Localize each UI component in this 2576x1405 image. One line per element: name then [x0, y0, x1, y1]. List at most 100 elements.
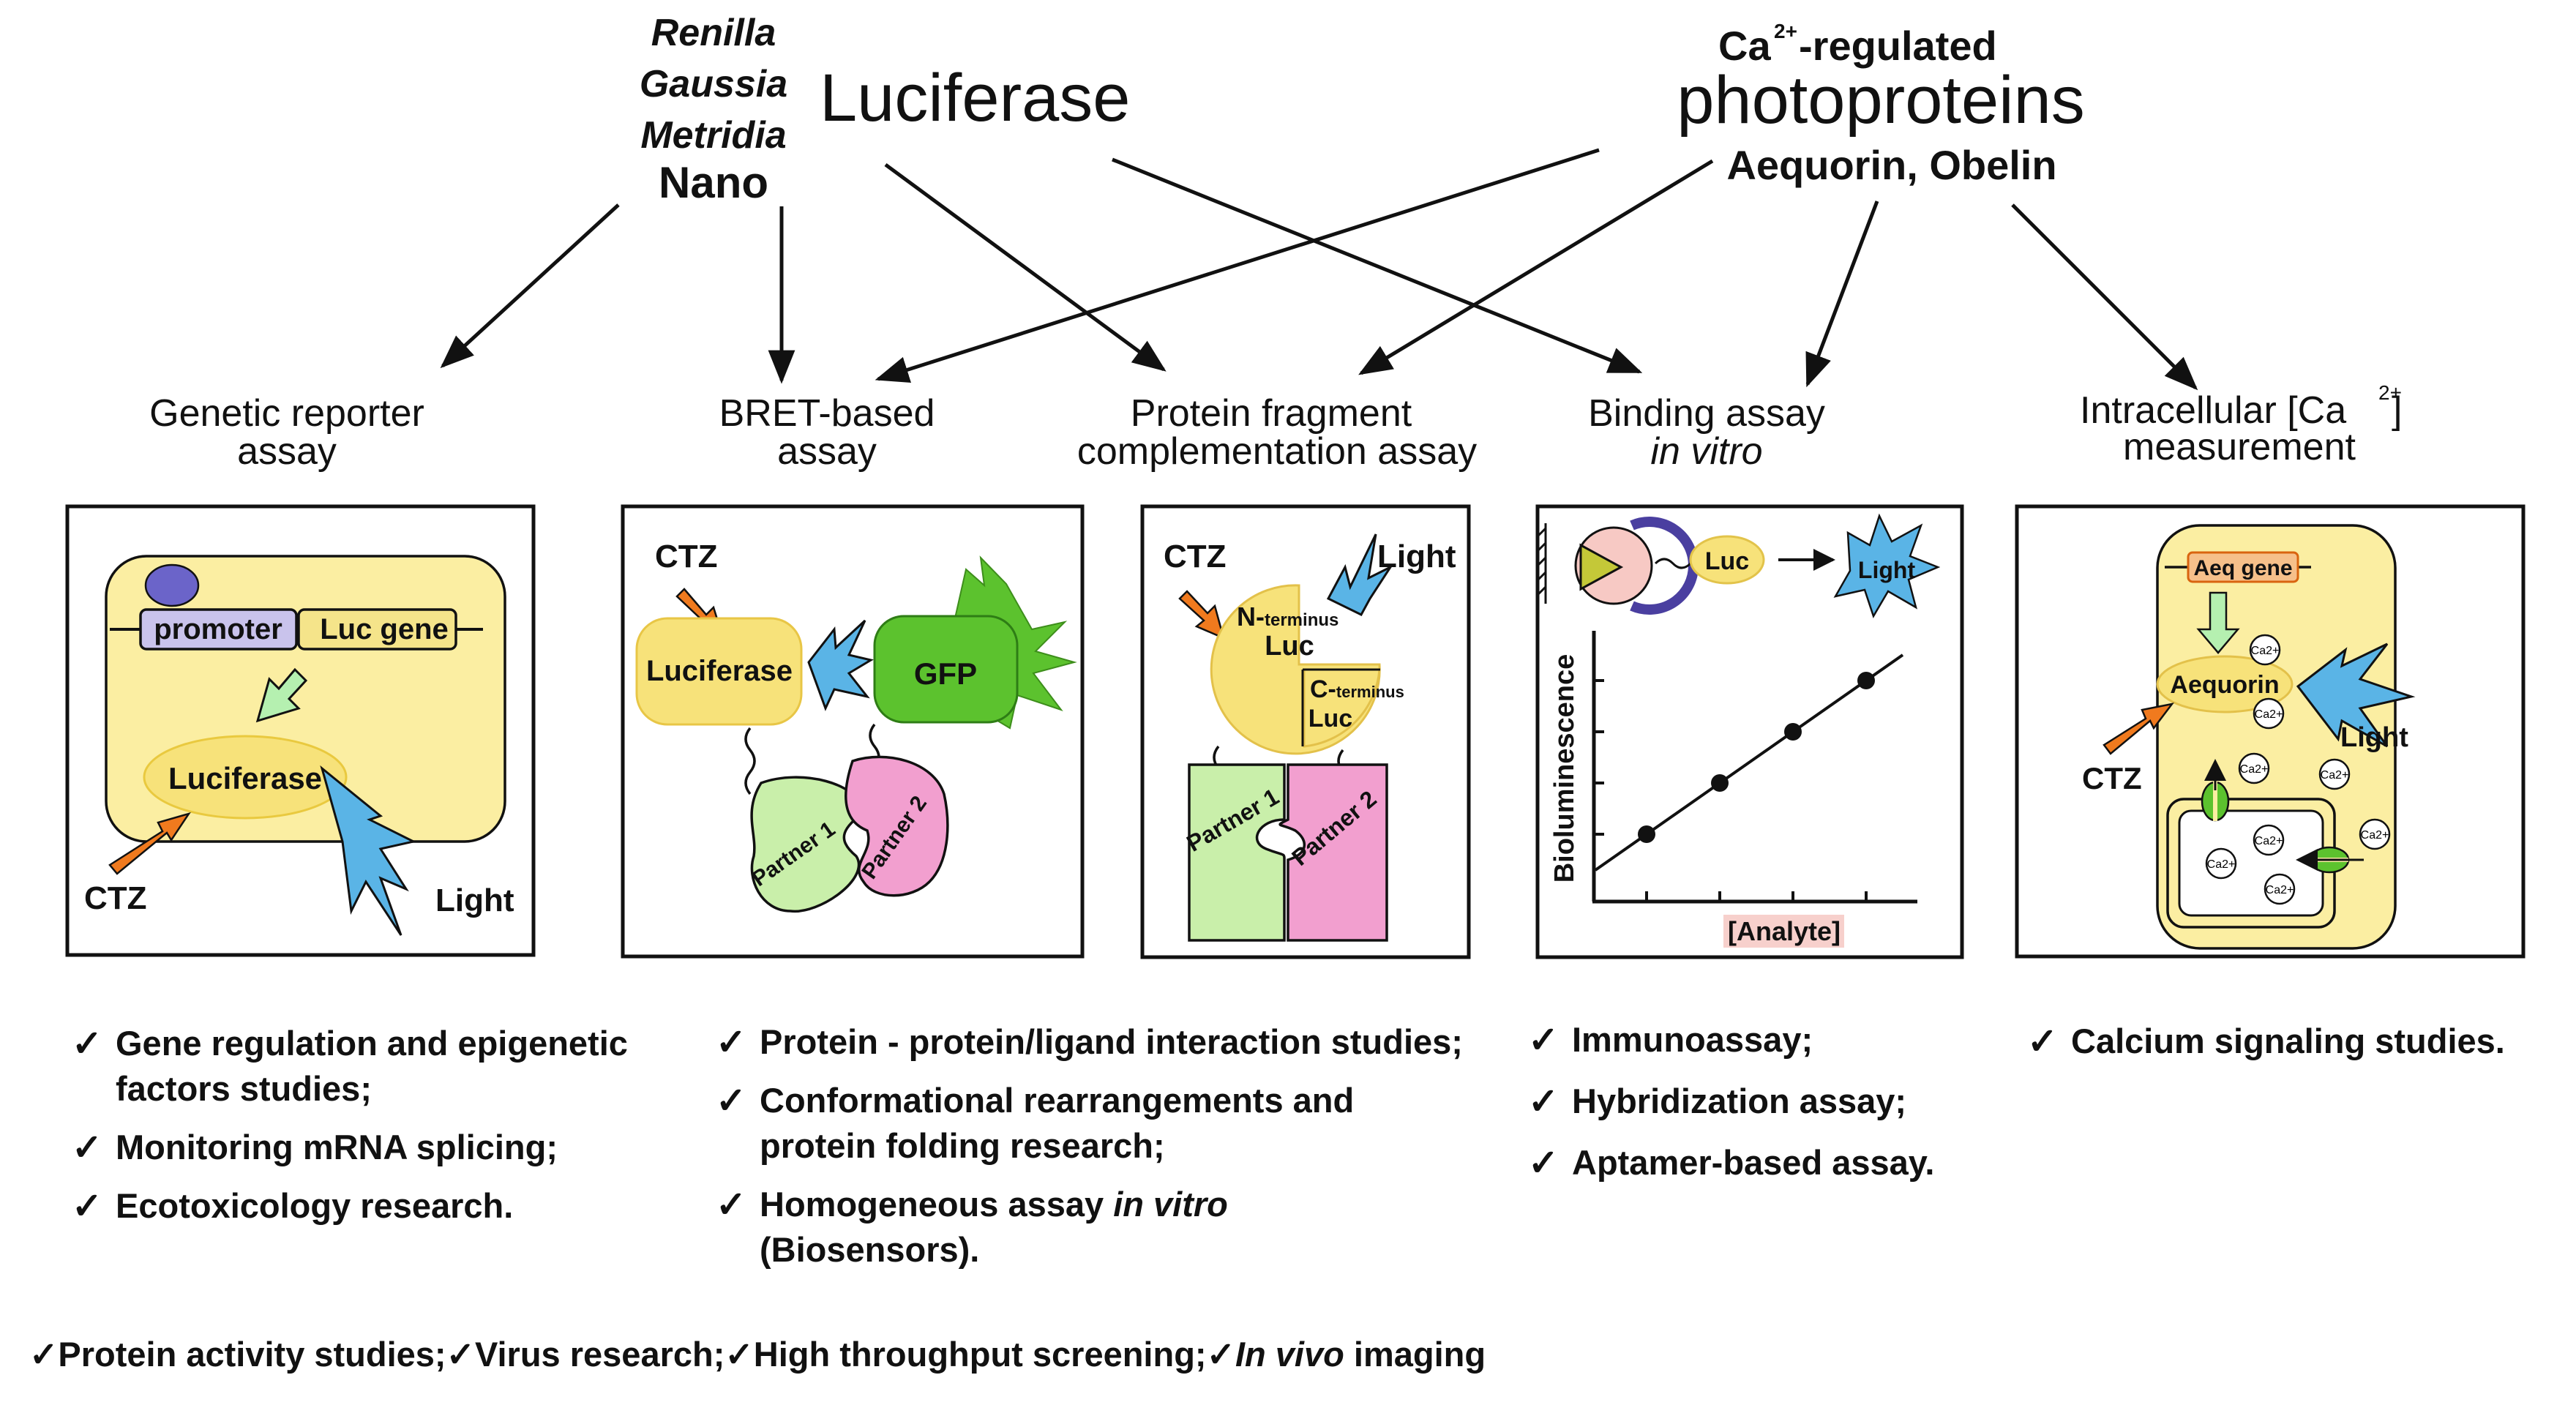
- light-label: Light: [1377, 539, 1456, 574]
- axis-ticks: [1594, 679, 1868, 902]
- calcium-ions: Ca2+ Ca2+ Ca2+ Ca2+ Ca2+ Ca2+ Ca2+ Ca2+: [2205, 634, 2391, 905]
- check-icon: ✓: [2027, 1021, 2058, 1062]
- calcium-ion-label: Ca2+: [2321, 769, 2349, 782]
- surface-hatch: [1535, 523, 1547, 604]
- photoprotein-ca: Ca: [1718, 23, 1771, 69]
- c-terminus-fragment: [1303, 668, 1381, 748]
- luc-label: Luc: [1705, 547, 1749, 575]
- arrow-luc-to-reporter: [440, 203, 620, 369]
- calcium-applications: ✓Calcium signaling studies.: [2027, 1019, 2569, 1077]
- light-label: Light: [435, 883, 514, 918]
- light-burst: [2296, 642, 2416, 748]
- list-item: ✓Hybridization assay;: [1528, 1079, 2055, 1124]
- list-item: ✓Conformational rearrangements and prote…: [716, 1078, 1477, 1169]
- ctz-label: CTZ: [655, 539, 718, 574]
- gfp-label: GFP: [914, 656, 977, 691]
- calcium-ion-icon: [2238, 752, 2270, 784]
- calcium-ion-label: Ca2+: [2255, 708, 2283, 721]
- check-icon: ✓: [716, 1080, 746, 1121]
- analyte-wedge: [1579, 543, 1624, 591]
- calcium-ion-icon: [2359, 818, 2391, 850]
- check-icon: ✓: [1206, 1335, 1235, 1374]
- calcium-ion-icon: [2205, 847, 2237, 880]
- calcium-ion-label: Ca2+: [2240, 763, 2269, 776]
- ctz-label: CTZ: [1164, 539, 1227, 574]
- panel-fragment: CTZ Light N-terminus Luc C-terminus Luc …: [1140, 504, 1471, 959]
- aeq-gene-box: [2187, 551, 2299, 583]
- data-point: [1711, 774, 1729, 792]
- binding-applications: ✓Immunoassay; ✓Hybridization assay; ✓Apt…: [1528, 1017, 2055, 1199]
- luc-enzyme: [1689, 535, 1765, 585]
- promoter-label: promoter: [154, 613, 282, 645]
- luc-gene-box: [297, 608, 457, 651]
- photoprotein-ca-sup: 2+: [1774, 20, 1797, 42]
- y-axis-label: Bioluminescence: [1549, 654, 1580, 883]
- calcium-ion-icon: [2249, 634, 2281, 666]
- list-item: ✓Calcium signaling studies.: [2027, 1019, 2569, 1064]
- panel-calcium: Aeq gene Aequorin Light CTZ Ca2+Ca2+Ca2+…: [2015, 504, 2526, 959]
- gfp-protein: [873, 615, 1019, 724]
- data-point: [1638, 825, 1655, 843]
- list-item: ✓Aptamer-based assay.: [1528, 1140, 2055, 1185]
- check-icon: ✓: [446, 1335, 475, 1374]
- label-binding-1: Binding assay: [1588, 392, 1825, 435]
- data-point: [1784, 723, 1802, 741]
- ctz-label: CTZ: [84, 880, 147, 916]
- label-genetic-reporter-2: assay: [237, 430, 337, 473]
- check-icon: ✓: [72, 1185, 102, 1226]
- check-icon: ✓: [29, 1335, 59, 1374]
- species-nano: Nano: [659, 158, 768, 207]
- luc-gene-label: Luc gene: [320, 613, 449, 645]
- c-terminus-label: C-terminus: [1310, 675, 1404, 703]
- data-point: [1857, 672, 1875, 689]
- list-item: ✓Homogeneous assay in vitro(Biosensors).: [716, 1182, 1477, 1273]
- reporter-applications: ✓Gene regulation and epigenetic factors …: [72, 1021, 628, 1242]
- label-intracellular-sup: 2+: [2378, 381, 2402, 404]
- check-icon: ✓: [1528, 1019, 1559, 1060]
- transcription-factor: [144, 563, 200, 607]
- photoprotein-regulated: -regulated: [1799, 23, 1997, 69]
- energy-transfer-burst: [807, 619, 874, 711]
- connector-arrows: [440, 148, 2198, 391]
- calcium-ion-label: Ca2+: [2207, 858, 2236, 871]
- luciferase-label: Luciferase: [646, 655, 793, 687]
- er-inner: [2178, 809, 2324, 917]
- panel-bret: CTZ Luciferase GFP Partner 1 Partner 2: [621, 504, 1085, 959]
- arrow-photo-to-fragment: [1358, 159, 1714, 375]
- promoter-box: [139, 608, 298, 651]
- linker-1: [744, 727, 756, 795]
- calcium-ion-label: Ca2+: [2266, 884, 2294, 896]
- label-fragment-1: Protein fragment: [1131, 392, 1412, 435]
- check-icon: ✓: [72, 1023, 102, 1064]
- check-icon: ✓: [724, 1335, 754, 1374]
- photoprotein-title: photoproteins: [1677, 63, 2085, 138]
- calcium-ion-label: Ca2+: [2361, 829, 2389, 842]
- ctz-arrow: [108, 812, 191, 875]
- light-label: Light: [2340, 722, 2408, 753]
- serca-pump: [2296, 846, 2364, 874]
- er-channel: [2201, 759, 2230, 822]
- label-genetic-reporter-1: Genetic reporter: [149, 392, 424, 435]
- check-icon: ✓: [716, 1184, 746, 1225]
- list-item: ✓Gene regulation and epigenetic factors …: [72, 1021, 628, 1112]
- calcium-ion-label: Ca2+: [2251, 645, 2280, 657]
- arrow-photo-to-binding: [1805, 201, 1879, 388]
- binding-chart: [1592, 631, 1917, 904]
- list-item: ✓Ecotoxicology research.: [72, 1183, 628, 1229]
- x-label-highlight: [1723, 915, 1844, 948]
- ctz-label: CTZ: [2082, 761, 2142, 795]
- arrow-luc-to-binding: [1112, 157, 1643, 374]
- label-bret-2: assay: [777, 430, 877, 473]
- data-points: [1638, 672, 1875, 843]
- species-metridia: Metridia: [640, 114, 786, 157]
- c-luc-label: Luc: [1308, 705, 1352, 733]
- luciferase-enzyme: [635, 617, 803, 726]
- partner-1: [1188, 763, 1286, 942]
- light-burst: [1833, 513, 1941, 619]
- assay-labels: Genetic reporter assay BRET-based assay …: [149, 381, 2402, 473]
- check-icon: ✓: [716, 1022, 746, 1063]
- expression-arrow: [2196, 591, 2240, 654]
- calcium-ion-label: Ca2+: [2255, 835, 2283, 847]
